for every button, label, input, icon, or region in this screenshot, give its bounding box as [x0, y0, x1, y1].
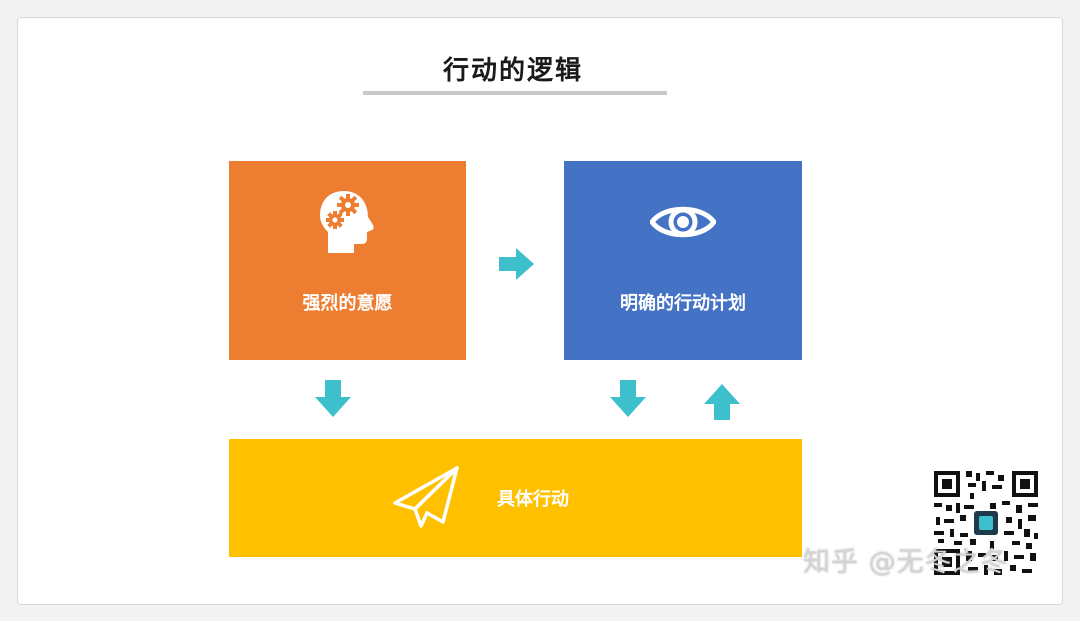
title-underline	[363, 91, 667, 95]
arrow-intention-to-action	[314, 380, 352, 418]
eye-icon	[650, 201, 716, 243]
watermark-text: 知乎 @无冬之冬	[803, 547, 1009, 578]
slide-canvas: 行动的逻辑 强	[17, 17, 1063, 605]
qr-code-icon	[930, 467, 1042, 579]
arrow-plan-to-action	[609, 380, 647, 418]
head-gears-icon	[314, 189, 378, 255]
action-label: 具体行动	[497, 489, 569, 510]
diagram-title: 行动的逻辑	[442, 56, 583, 86]
arrow-action-to-plan	[703, 383, 741, 421]
action-box: 具体行动	[229, 439, 802, 557]
plan-label: 明确的行动计划	[620, 293, 746, 314]
plan-box: 明确的行动计划	[564, 161, 802, 360]
arrow-intention-to-plan	[499, 246, 535, 282]
intention-label: 强烈的意愿	[302, 293, 393, 314]
paper-plane-icon	[391, 465, 461, 529]
intention-box: 强烈的意愿	[229, 161, 466, 360]
